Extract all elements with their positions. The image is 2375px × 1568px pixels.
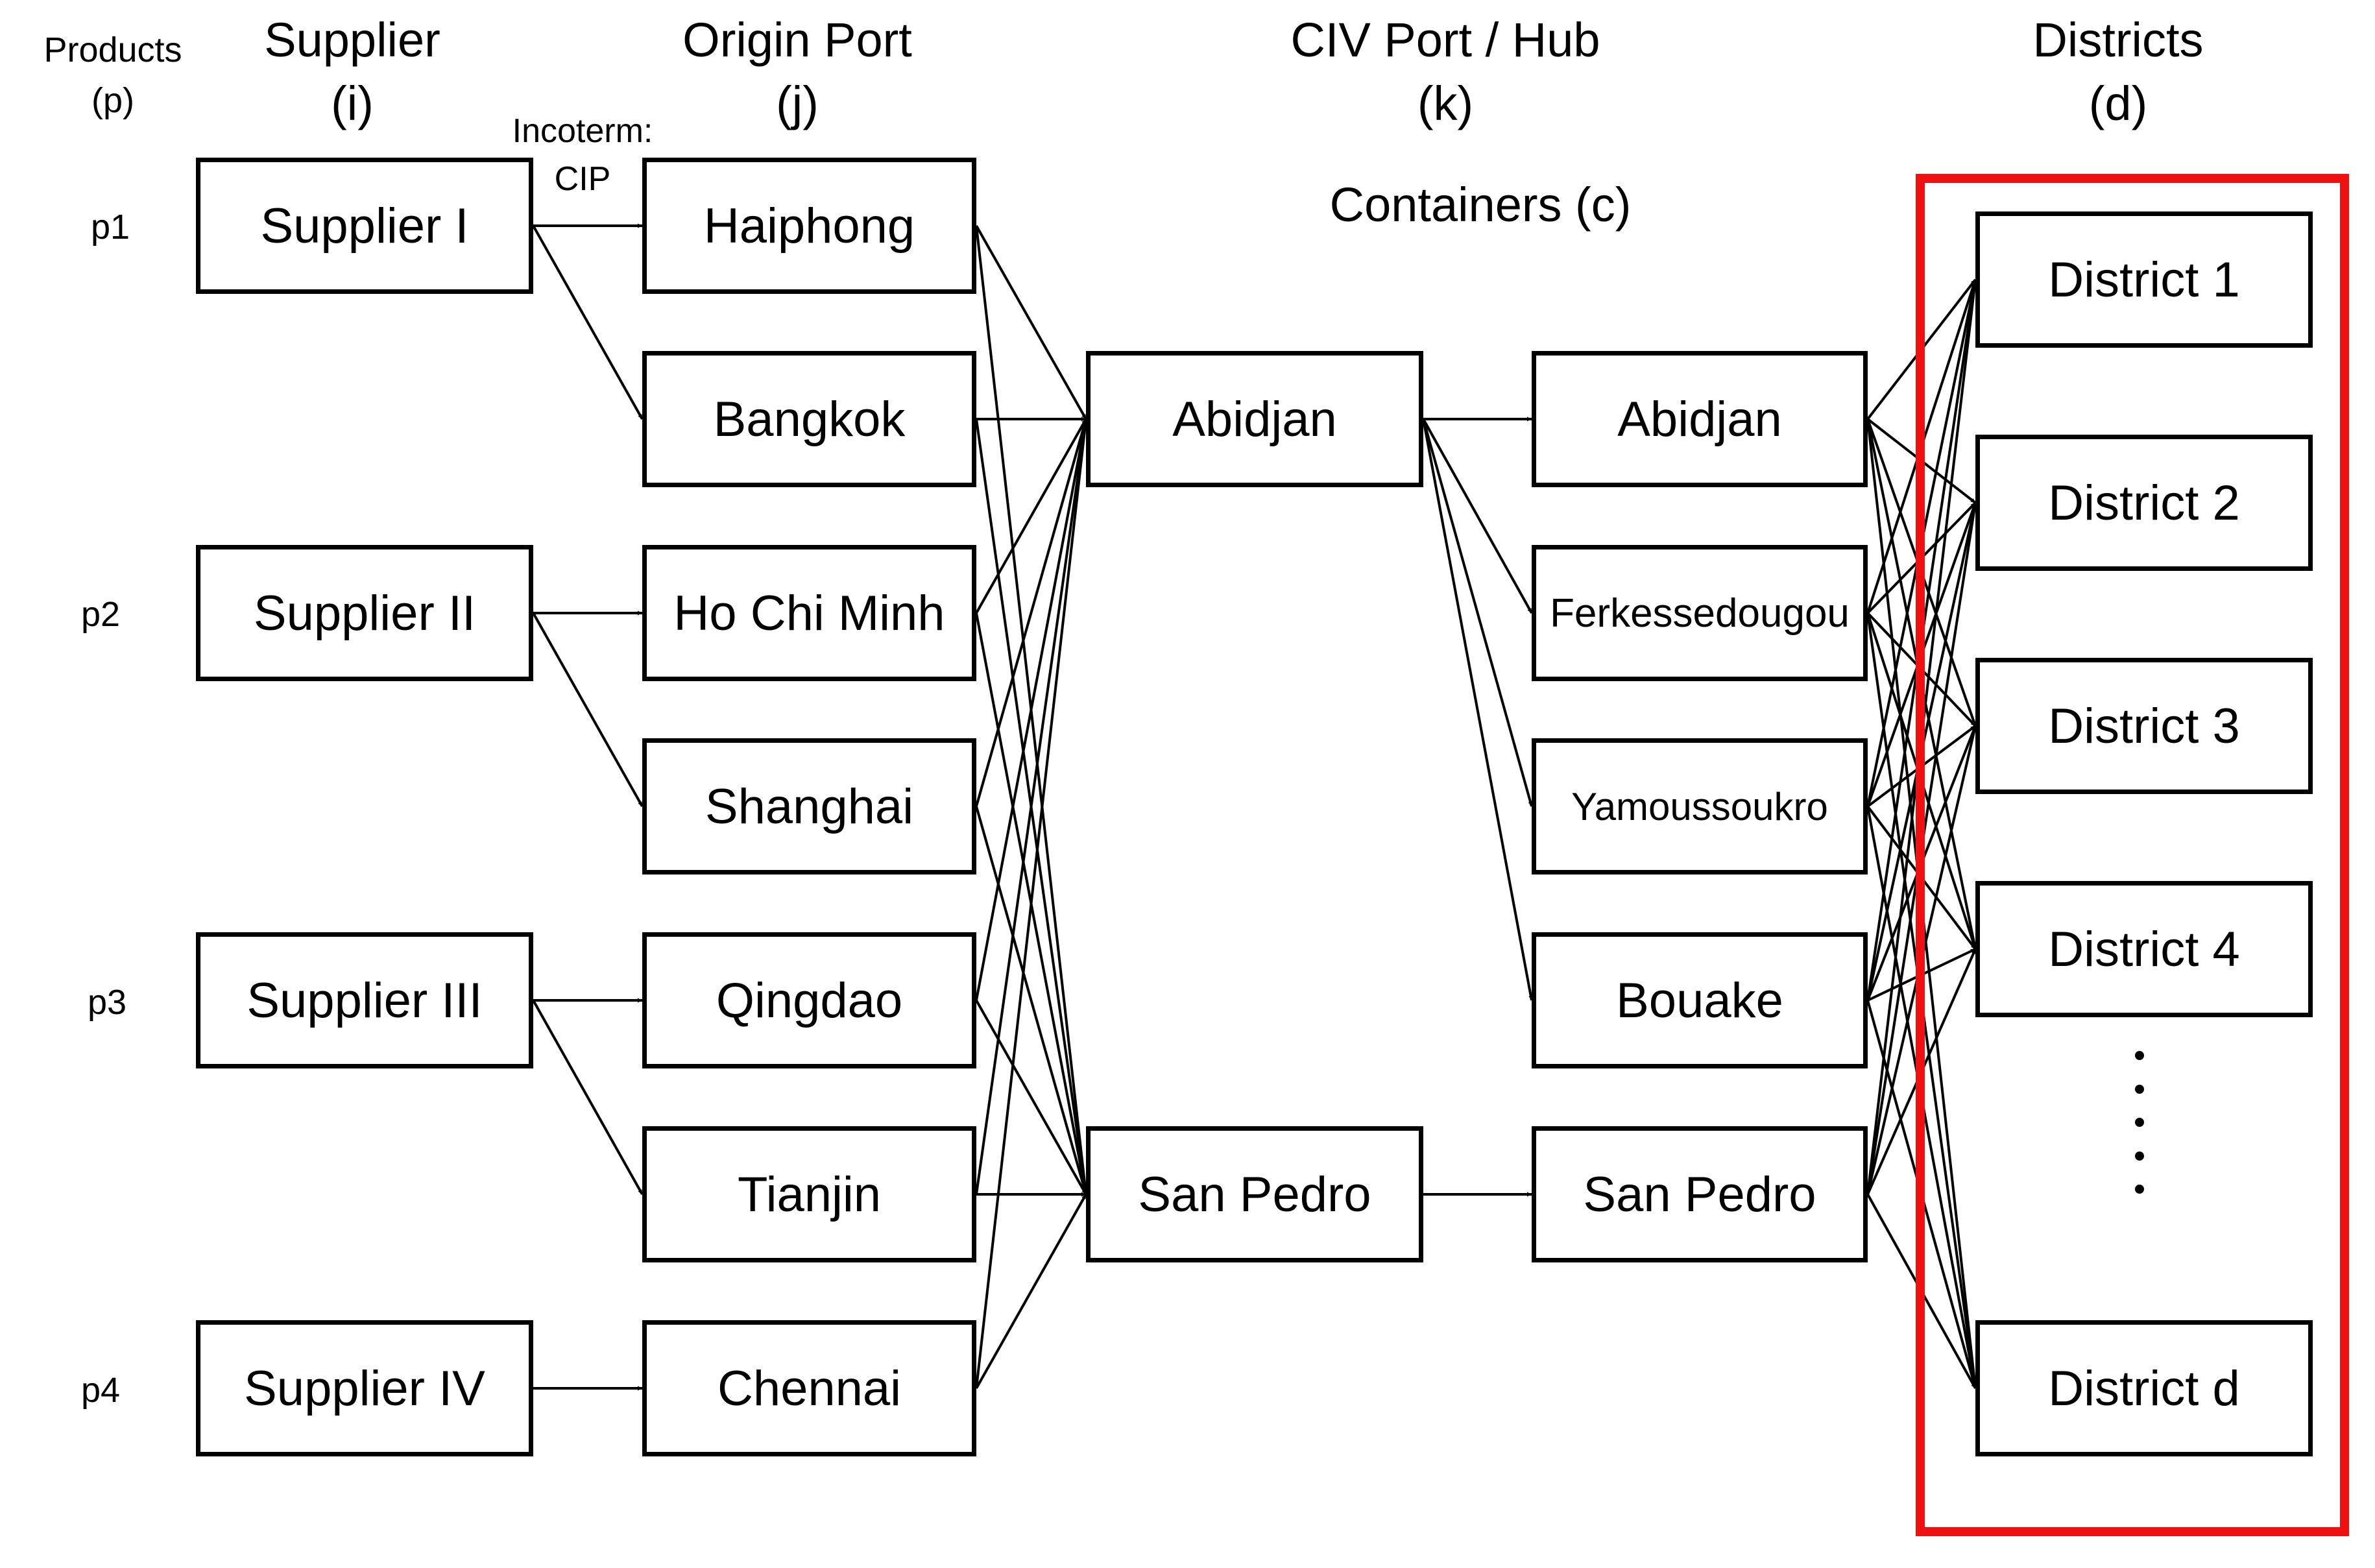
civ-port-abidjan: Abidjan	[1086, 351, 1423, 487]
containers-label: Containers (c)	[1329, 178, 1632, 232]
origin-port-bangkok: Bangkok	[642, 351, 976, 487]
hub-abidjan: Abidjan	[1532, 351, 1868, 487]
product-label-p2: p2	[80, 595, 121, 634]
district-node-d: District d	[1975, 1320, 2313, 1456]
district-node-3: District 3	[1975, 658, 2313, 794]
supplier-node-2: Supplier II	[196, 545, 533, 681]
products-header: Products	[43, 30, 182, 69]
origin-port-ho-chi-minh: Ho Chi Minh	[642, 545, 976, 681]
connection-arrow-25	[1422, 418, 1534, 1001]
connection-arrow-23	[1422, 418, 1533, 614]
connection-arrow-21	[975, 1194, 1087, 1389]
product-label-p4: p4	[80, 1371, 121, 1410]
civ-port-hub-symbol: (k)	[1417, 77, 1474, 130]
hub-ferkessedougou: Ferkessedougou	[1532, 545, 1868, 681]
origin-port-header: Origin Port	[682, 13, 912, 67]
origin-port-tianjin: Tianjin	[642, 1126, 976, 1262]
connection-arrow-4	[532, 612, 644, 807]
connection-arrow-24	[1422, 418, 1533, 807]
hub-yamoussoukro: Yamoussoukro	[1532, 738, 1868, 874]
connection-arrow-18	[975, 418, 1088, 1195]
supplier-node-3: Supplier III	[196, 932, 533, 1068]
origin-port-shanghai: Shanghai	[642, 738, 976, 874]
connection-arrow-20	[975, 418, 1088, 1389]
incoterm-value: CIP	[554, 160, 611, 198]
connection-arrow-16	[975, 418, 1088, 1001]
hub-bouake: Bouake	[1532, 932, 1868, 1068]
supplier-node-4: Supplier IV	[196, 1320, 533, 1456]
districts-header: Districts	[2032, 13, 2204, 67]
origin-port-qingdao: Qingdao	[642, 932, 976, 1068]
supplier-header: Supplier	[264, 13, 440, 67]
origin-port-chennai: Chennai	[642, 1320, 976, 1456]
hub-san-pedro: San Pedro	[1532, 1126, 1868, 1262]
connection-arrow-15	[975, 806, 1087, 1195]
connection-arrow-8	[975, 225, 1087, 420]
civ-port-hub-header: CIV Port / Hub	[1290, 13, 1600, 67]
origin-port-haiphong: Haiphong	[642, 158, 976, 294]
connection-arrow-17	[975, 1000, 1087, 1195]
districts-highlight-box	[1916, 174, 2349, 1536]
districts-symbol: (d)	[2088, 77, 2148, 130]
product-label-p3: p3	[87, 983, 127, 1022]
product-label-p1: p1	[90, 208, 130, 247]
connection-arrow-12	[975, 418, 1087, 614]
civ-port-san-pedro: San Pedro	[1086, 1126, 1423, 1262]
connection-arrow-14	[975, 418, 1087, 807]
products-symbol: (p)	[91, 81, 134, 120]
incoterm-label: Incoterm:	[512, 112, 653, 150]
supplier-symbol: (i)	[331, 77, 374, 130]
origin-port-symbol: (j)	[776, 77, 819, 130]
district-node-4: District 4	[1975, 881, 2313, 1017]
connection-arrow-2	[532, 225, 644, 420]
connection-arrow-6	[532, 1000, 644, 1195]
district-node-2: District 2	[1975, 435, 2313, 571]
district-node-1: District 1	[1975, 211, 2313, 348]
more-districts-ellipsis	[2134, 1051, 2145, 1194]
supplier-node-1: Supplier I	[196, 158, 533, 294]
